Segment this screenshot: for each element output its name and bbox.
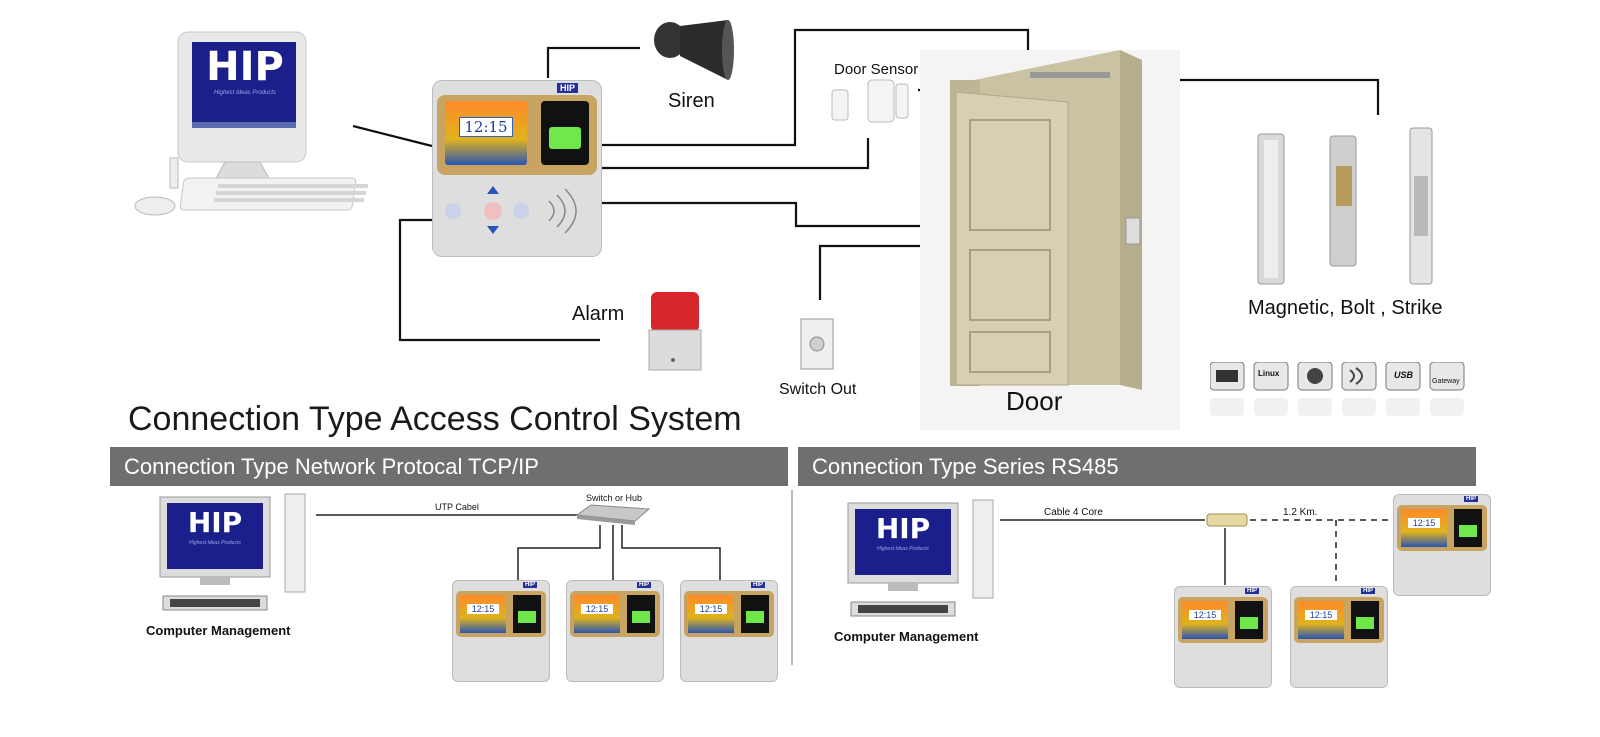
feature-badges: Linux USB Gateway — [1210, 362, 1470, 422]
badge-gateway: Gateway — [1432, 378, 1460, 385]
logo-tagline: Highest Ideas Products — [189, 540, 241, 546]
device-screen: 12:15 — [445, 101, 527, 165]
tcp-computer: HIP Highest Ideas Products — [155, 492, 320, 622]
rs485-device-2: 12:15 HIP — [1290, 586, 1388, 688]
logo-tagline: Highest Ideas Products — [877, 546, 929, 552]
tcp-device-2: 12:15 HIP — [566, 580, 664, 682]
tcp-header: Connection Type Network Protocal TCP/IP — [110, 447, 788, 486]
rs485-computer-label: Computer Management — [834, 629, 979, 644]
device-brand: HIP — [1361, 588, 1376, 594]
device-brand: HIP — [557, 83, 579, 93]
device-brand: HIP — [523, 582, 538, 588]
main-computer: HIP Highest Ideas Products — [130, 30, 380, 220]
tcp-device-1: 12:15 HIP — [452, 580, 550, 682]
logo-text: HIP — [206, 44, 284, 90]
door-sensor-icon — [831, 79, 909, 123]
siren-label: Siren — [668, 90, 715, 112]
locks-label: Magnetic, Bolt , Strike — [1248, 297, 1443, 319]
switch-out-icon — [800, 318, 834, 370]
device-brand: HIP — [751, 582, 766, 588]
section-title: Connection Type Access Control System — [128, 400, 742, 438]
rs485-header: Connection Type Series RS485 — [798, 447, 1476, 486]
rs485-computer-logo: HIP Highest Ideas Products — [857, 512, 949, 552]
rs485-computer: HIP Highest Ideas Products — [843, 498, 1008, 628]
rs485-distance-label: 1.2 Km. — [1283, 507, 1318, 518]
rs485-link-label: Cable 4 Core — [1044, 507, 1103, 518]
logo-text: HIP — [187, 506, 243, 539]
tcp-computer-logo: HIP Highest Ideas Products — [169, 506, 261, 546]
device-clock: 12:15 — [1408, 518, 1440, 528]
door-label: Door — [1006, 386, 1063, 416]
fingerprint-scanner — [541, 101, 589, 165]
device-clock: 12:15 — [1189, 610, 1221, 620]
access-control-device: 12:15 HIP — [432, 80, 602, 257]
tcp-link-label: UTP Cabel — [435, 502, 479, 512]
tcp-hub-label: Switch or Hub — [586, 493, 643, 503]
badge-usb: USB — [1394, 370, 1414, 380]
device-clock: 12:15 — [459, 117, 513, 137]
device-clock: 12:15 — [1305, 610, 1337, 620]
device-brand: HIP — [1464, 496, 1479, 502]
main-computer-logo: HIP Highest Ideas Products — [200, 44, 290, 96]
rs485-device-1: 12:15 HIP — [1174, 586, 1272, 688]
locks-icon — [1257, 127, 1433, 285]
tcp-computer-label: Computer Management — [146, 623, 291, 638]
device-keypad-icon — [445, 186, 577, 234]
door — [920, 50, 1180, 430]
rs485-converter-icon — [1206, 513, 1248, 527]
device-clock: 12:15 — [695, 604, 727, 614]
rs485-device-3: 12:15 HIP — [1393, 494, 1491, 596]
logo-tagline: Highest Ideas Products — [213, 90, 277, 96]
device-brand: HIP — [637, 582, 652, 588]
hub-icon — [575, 504, 651, 525]
logo-text: HIP — [875, 512, 931, 545]
alarm-label: Alarm — [572, 303, 625, 325]
device-clock: 12:15 — [467, 604, 499, 614]
device-brand: HIP — [1245, 588, 1260, 594]
door-sensor-label: Door Sensor — [834, 61, 919, 78]
badge-linux: Linux — [1258, 369, 1280, 378]
device-clock: 12:15 — [581, 604, 613, 614]
switch-out-label: Switch Out — [779, 381, 857, 398]
tcp-device-3: 12:15 HIP — [680, 580, 778, 682]
alarm-icon — [648, 292, 702, 371]
siren-icon — [654, 20, 734, 80]
